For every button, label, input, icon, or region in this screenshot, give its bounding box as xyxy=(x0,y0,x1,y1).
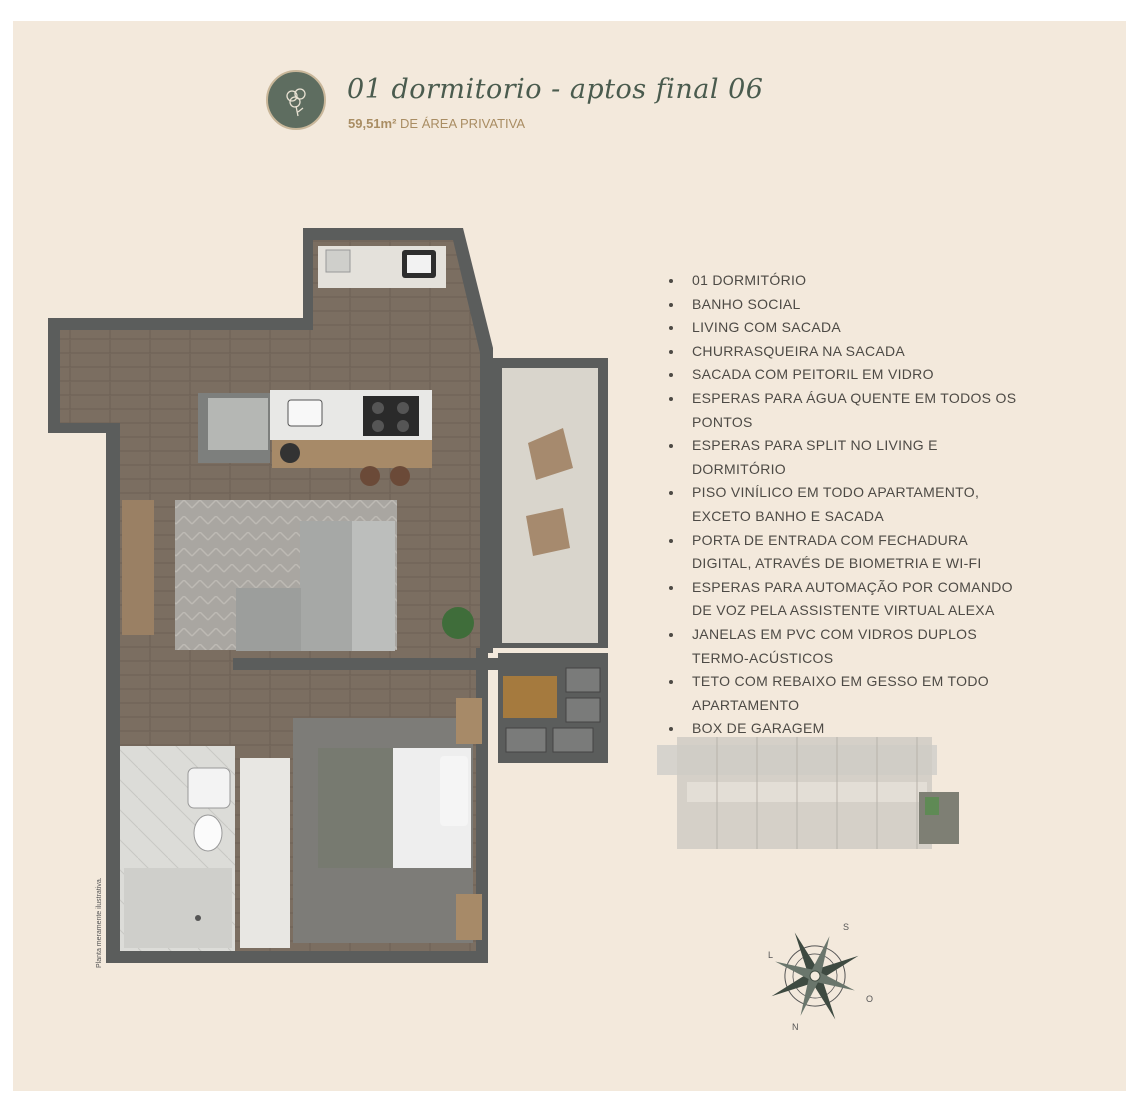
cotton-flower-logo-icon xyxy=(266,70,326,130)
feature-item: 01 DORMITÓRIO xyxy=(667,269,1027,293)
floor-plan-image xyxy=(48,228,608,963)
compass-rose-icon: S L O N xyxy=(768,922,873,1032)
illustrative-disclaimer: Planta meramente ilustrativa. xyxy=(96,877,103,968)
feature-item: ESPERAS PARA ÁGUA QUENTE EM TODOS OS PON… xyxy=(667,387,1027,434)
page-title: 01 dormitorio - aptos final 06 xyxy=(347,74,764,105)
compass-west-label: O xyxy=(866,994,873,1004)
private-area-subtitle: 59,51m² DE ÁREA PRIVATIVA xyxy=(348,116,525,131)
feature-item: LIVING COM SACADA xyxy=(667,316,1027,340)
key-plan-image xyxy=(657,737,959,849)
feature-item: BOX DE GARAGEM xyxy=(667,717,1027,741)
feature-item: PORTA DE ENTRADA COM FECHADURA DIGITAL, … xyxy=(667,529,1027,576)
area-value: 59,51m² xyxy=(348,116,397,131)
feature-item: PISO VINÍLICO EM TODO APARTAMENTO, EXCET… xyxy=(667,481,1027,528)
features-list: 01 DORMITÓRIO BANHO SOCIAL LIVING COM SA… xyxy=(667,269,1027,741)
compass-east-label: L xyxy=(768,950,773,960)
area-label: DE ÁREA PRIVATIVA xyxy=(400,116,526,131)
compass-north-label: N xyxy=(792,1022,799,1032)
feature-item: ESPERAS PARA SPLIT NO LIVING E DORMITÓRI… xyxy=(667,434,1027,481)
compass-south-label: S xyxy=(843,922,849,932)
feature-item: CHURRASQUEIRA NA SACADA xyxy=(667,340,1027,364)
feature-item: TETO COM REBAIXO EM GESSO EM TODO APARTA… xyxy=(667,670,1027,717)
feature-item: BANHO SOCIAL xyxy=(667,293,1027,317)
feature-item: JANELAS EM PVC COM VIDROS DUPLOS TERMO-A… xyxy=(667,623,1027,670)
feature-item: SACADA COM PEITORIL EM VIDRO xyxy=(667,363,1027,387)
feature-item: ESPERAS PARA AUTOMAÇÃO POR COMANDO DE VO… xyxy=(667,576,1027,623)
